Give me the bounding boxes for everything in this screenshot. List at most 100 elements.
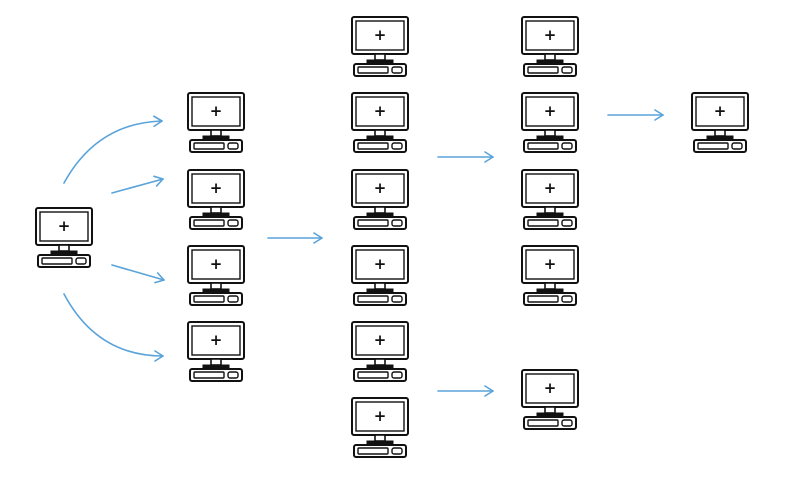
desktop-computer-plus-icon: +: [351, 321, 409, 382]
monitor-neck: [374, 434, 386, 442]
keyboard-keys: [193, 371, 225, 379]
monitor-neck: [58, 244, 70, 252]
monitor-base: [536, 212, 564, 217]
keyboard-keys: [193, 219, 225, 227]
desktop-computer-plus-icon: +: [351, 169, 409, 230]
monitor-neck: [374, 358, 386, 366]
mouse-icon: [227, 295, 239, 303]
mouse-icon: [561, 142, 573, 150]
nodes-layer: + + + + + + + + + + + + + + + + +: [35, 16, 749, 458]
monitor-screen: [355, 96, 405, 127]
mouse-icon: [391, 371, 403, 379]
keyboard-keys: [41, 257, 73, 265]
plus-icon: +: [210, 179, 223, 197]
monitor-base: [536, 288, 564, 293]
plus-icon: +: [374, 26, 387, 44]
mouse-icon: [391, 142, 403, 150]
monitor-neck: [544, 206, 556, 214]
desktop-computer-plus-icon: +: [521, 245, 579, 306]
keyboard-keys: [193, 142, 225, 150]
monitor-screen: [191, 96, 241, 127]
keyboard-keys: [357, 66, 389, 74]
plus-icon: +: [210, 331, 223, 349]
monitor-screen: [355, 325, 405, 356]
keyboard-keys: [527, 219, 559, 227]
desktop-computer-plus-icon: +: [521, 369, 579, 430]
monitor-screen: [191, 325, 241, 356]
desktop-computer-plus-icon: +: [187, 245, 245, 306]
monitor-neck: [544, 129, 556, 137]
connection-arrow: [63, 115, 163, 184]
keyboard-keys: [357, 295, 389, 303]
plus-icon: +: [544, 379, 557, 397]
monitor-base: [366, 440, 394, 445]
monitor-screen: [355, 401, 405, 432]
mouse-icon: [561, 295, 573, 303]
mouse-icon: [227, 142, 239, 150]
monitor-screen: [191, 173, 241, 204]
mouse-icon: [731, 142, 743, 150]
keyboard-keys: [357, 447, 389, 455]
monitor-screen: [39, 211, 89, 242]
monitor-base: [202, 288, 230, 293]
keyboard-keys: [527, 142, 559, 150]
connection-arrow: [111, 264, 165, 284]
plus-icon: +: [374, 407, 387, 425]
monitor-base: [202, 135, 230, 140]
monitor-base: [202, 212, 230, 217]
mouse-icon: [227, 219, 239, 227]
monitor-base: [536, 59, 564, 64]
desktop-computer-plus-icon: +: [351, 397, 409, 458]
keyboard-keys: [527, 295, 559, 303]
monitor-screen: [525, 20, 575, 51]
plus-icon: +: [544, 255, 557, 273]
monitor-screen: [525, 96, 575, 127]
keyboard-keys: [357, 219, 389, 227]
plus-icon: +: [374, 102, 387, 120]
mouse-icon: [391, 66, 403, 74]
monitor-base: [366, 364, 394, 369]
mouse-icon: [561, 219, 573, 227]
keyboard-keys: [697, 142, 729, 150]
keyboard-keys: [527, 66, 559, 74]
monitor-neck: [374, 129, 386, 137]
monitor-screen: [355, 20, 405, 51]
connection-arrow: [111, 175, 164, 194]
plus-icon: +: [374, 331, 387, 349]
keyboard-keys: [527, 419, 559, 427]
desktop-computer-plus-icon: +: [187, 92, 245, 153]
mouse-icon: [227, 371, 239, 379]
mouse-icon: [391, 219, 403, 227]
desktop-computer-plus-icon: +: [521, 16, 579, 77]
keyboard-keys: [357, 142, 389, 150]
monitor-base: [366, 212, 394, 217]
desktop-computer-plus-icon: +: [351, 245, 409, 306]
mouse-icon: [391, 447, 403, 455]
monitor-neck: [374, 282, 386, 290]
desktop-computer-plus-icon: +: [521, 169, 579, 230]
monitor-base: [50, 250, 78, 255]
monitor-screen: [695, 96, 745, 127]
plus-icon: +: [544, 179, 557, 197]
desktop-computer-plus-icon: +: [521, 92, 579, 153]
arrows-layer: [63, 109, 664, 397]
connection-arrow: [63, 293, 164, 362]
monitor-base: [202, 364, 230, 369]
plus-icon: +: [210, 255, 223, 273]
monitor-screen: [525, 373, 575, 404]
desktop-computer-plus-icon: +: [351, 16, 409, 77]
monitor-base: [706, 135, 734, 140]
monitor-base: [536, 412, 564, 417]
mouse-icon: [75, 257, 87, 265]
desktop-computer-plus-icon: +: [187, 321, 245, 382]
desktop-computer-plus-icon: +: [35, 207, 93, 268]
desktop-computer-plus-icon: +: [691, 92, 749, 153]
monitor-screen: [191, 249, 241, 280]
monitor-neck: [544, 282, 556, 290]
plus-icon: +: [210, 102, 223, 120]
keyboard-keys: [193, 295, 225, 303]
monitor-base: [536, 135, 564, 140]
monitor-neck: [544, 53, 556, 61]
monitor-neck: [374, 206, 386, 214]
